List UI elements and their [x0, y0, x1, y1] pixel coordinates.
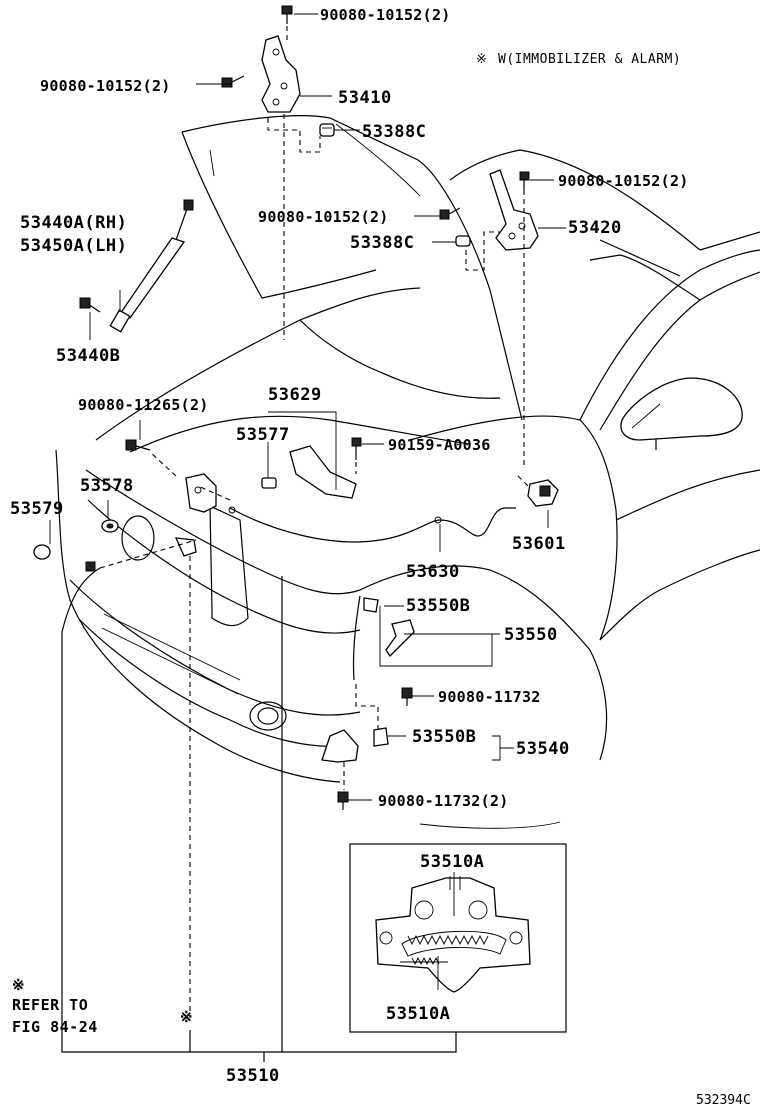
label-53388C-lower: 53388C	[350, 233, 414, 253]
label-90080-11732: 90080-11732	[438, 688, 541, 706]
label-53579: 53579	[10, 499, 64, 519]
engine-bay-left	[95, 287, 421, 441]
grille-middle	[87, 499, 361, 634]
vehicle-body-outline	[55, 115, 760, 829]
part-bracket-53540	[321, 727, 389, 763]
wheel-arch	[359, 565, 608, 761]
part-gas-strut	[109, 199, 194, 333]
star-mark: ※	[180, 1008, 193, 1026]
label-53510A-top: 53510A	[420, 852, 484, 872]
side-mirror	[620, 377, 743, 441]
fog-lamp-inner	[257, 707, 279, 725]
fog-lamp	[249, 701, 287, 731]
bumper-stop-icon	[319, 123, 335, 137]
body-crease	[615, 469, 760, 521]
label-53550: 53550	[504, 625, 558, 645]
bolt-icon	[85, 561, 96, 572]
splash-curve	[419, 821, 561, 829]
label-53450A-LH: 53450A(LH)	[20, 236, 127, 256]
grouping-brackets	[61, 567, 457, 1062]
bumper-stop-icon	[455, 235, 471, 247]
hood-crease	[335, 123, 421, 197]
label-90080-10152-left: 90080-10152(2)	[40, 77, 171, 95]
label-53440A-RH: 53440A(RH)	[20, 213, 127, 233]
refer-line-1: REFER TO	[12, 996, 88, 1014]
grommet-icon	[101, 519, 119, 533]
bolt-icon	[281, 5, 293, 24]
bumper-outline	[55, 449, 341, 783]
bumper-lower-line	[79, 619, 341, 747]
clip-icon	[125, 439, 151, 451]
label-53550B-upper: 53550B	[406, 596, 470, 616]
plug-icon	[33, 544, 51, 560]
bolt-icon	[401, 687, 413, 706]
part-release-cable	[228, 506, 516, 543]
label-53630: 53630	[406, 562, 460, 582]
wiper-line	[599, 239, 681, 277]
label-53388C-upper: 53388C	[362, 122, 426, 142]
fender-lower	[599, 549, 760, 641]
headlamp	[121, 515, 155, 561]
detail-inset	[349, 843, 567, 1033]
label-90080-10152-right: 90080-10152(2)	[558, 172, 689, 190]
windshield-top	[449, 149, 701, 251]
label-53420: 53420	[568, 218, 622, 238]
hood-outline	[181, 115, 523, 421]
part-hood-switch-53550	[352, 595, 415, 681]
refer-symbol: ※	[12, 976, 25, 994]
label-53540: 53540	[516, 739, 570, 759]
figure-code: 532394C	[696, 1093, 751, 1108]
leader-lines	[49, 13, 566, 801]
lock-plate-53510A	[375, 877, 531, 993]
bumper-upper-line	[69, 579, 361, 716]
hood-mark-1	[209, 149, 215, 177]
note-symbol: ※	[476, 52, 487, 67]
engine-bay-top	[299, 319, 501, 399]
part-number-labels: ※ W(IMMOBILIZER & ALARM) 90080-10152(2) …	[10, 6, 751, 1108]
label-90080-10152-top: 90080-10152(2)	[320, 6, 451, 24]
label-53410: 53410	[338, 88, 392, 108]
label-90080-10152-mid: 90080-10152(2)	[258, 208, 389, 226]
label-53550B-lower: 53550B	[412, 727, 476, 747]
label-53629: 53629	[268, 385, 322, 405]
radiator-support	[129, 415, 471, 453]
fender-top	[409, 415, 618, 641]
bolt-icon	[337, 791, 349, 810]
refer-line-2: FIG 84-24	[12, 1018, 98, 1036]
a-pillar-inner	[599, 271, 760, 431]
latch-support	[209, 505, 249, 627]
part-hood-lock	[174, 473, 217, 557]
grille-top	[85, 469, 361, 595]
dashed-guides	[99, 26, 531, 1016]
roof-line	[699, 231, 760, 251]
label-53578: 53578	[80, 476, 134, 496]
part-hinge-53410	[261, 35, 301, 113]
note-text: W(IMMOBILIZER & ALARM)	[498, 52, 681, 67]
label-53601: 53601	[512, 534, 566, 554]
part-hinge-53420	[489, 169, 539, 251]
part-lock-support	[289, 445, 357, 499]
part-release-lever	[527, 479, 559, 507]
label-53510: 53510	[226, 1066, 280, 1086]
bolt-icon	[221, 75, 245, 88]
label-53440B: 53440B	[56, 346, 120, 366]
label-90159-A0036: 90159-A0036	[388, 436, 491, 454]
label-53510A-bottom: 53510A	[386, 1004, 450, 1024]
ball-stud-icon	[79, 297, 101, 313]
label-90080-11732-2: 90080-11732(2)	[378, 792, 509, 810]
part-cable-clamp	[261, 477, 277, 489]
label-90080-11265: 90080-11265(2)	[78, 396, 209, 414]
cowl-line	[589, 254, 701, 301]
hood-left-edge	[181, 131, 377, 299]
bumper-slot-bottom	[101, 627, 239, 695]
bolt-icon	[519, 171, 530, 190]
bumper-slot-top	[103, 613, 241, 681]
side-mirror-detail	[631, 403, 661, 429]
a-pillar-outer	[579, 249, 760, 421]
bolt-icon	[439, 207, 461, 220]
label-53577: 53577	[236, 425, 290, 445]
bolt-icon	[351, 437, 362, 460]
